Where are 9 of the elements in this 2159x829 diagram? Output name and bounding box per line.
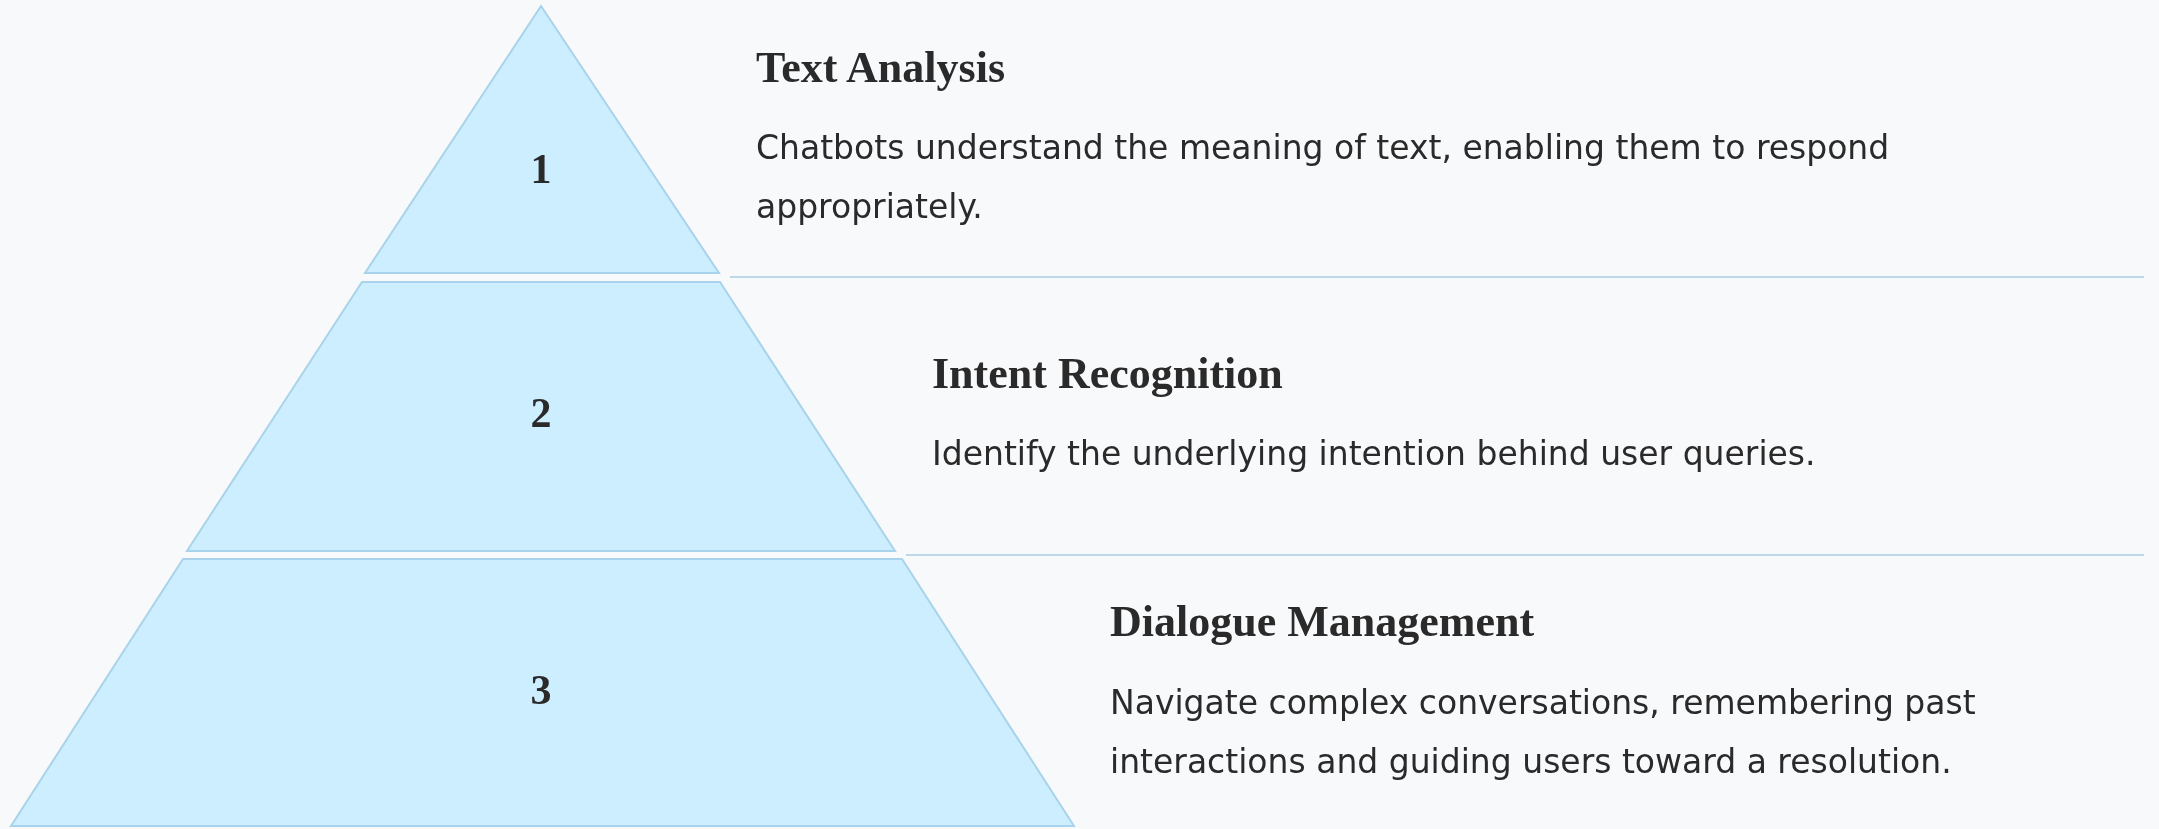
tier-heading: Intent Recognition [932, 348, 1283, 400]
tier-heading: Dialogue Management [1110, 596, 1535, 648]
tier-description: Navigate complex conversations, remembering past interactions and guiding users toward a resolution. [1110, 682, 1977, 783]
tier-description: Chatbots understand the meaning of text, enabling them to respond appropriately. [756, 127, 1891, 228]
tier-number: 1 [530, 148, 552, 190]
tier-description: Identify the underlying intention behind user queries. [932, 433, 1817, 475]
tier-number: 2 [530, 392, 552, 434]
tier-heading: Text Analysis [756, 42, 1005, 94]
tier-number: 3 [530, 669, 552, 711]
